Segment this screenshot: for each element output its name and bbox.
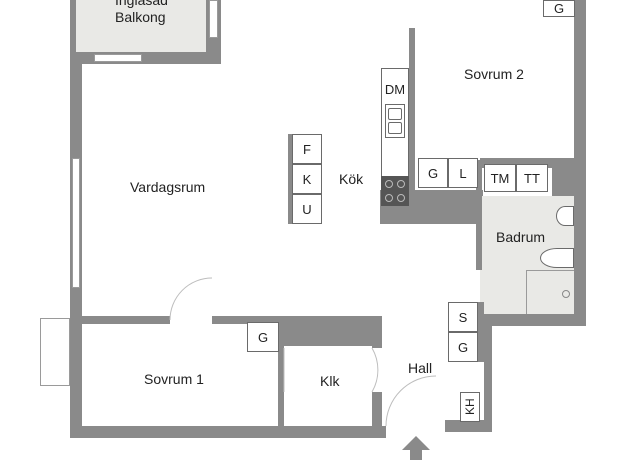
- wall-bottom: [70, 426, 386, 438]
- wall-closet-left: [278, 340, 284, 432]
- room-label-bathroom: Badrum: [496, 229, 546, 245]
- wall-bottom-right: [445, 420, 490, 432]
- room-label-balcony-line1: Inglasad: [115, 0, 168, 8]
- fixture-tm: TM: [484, 164, 516, 192]
- room-label-bedroom2: Sovrum 2: [464, 66, 524, 82]
- bathroom-shower-line: [526, 270, 574, 271]
- wall-bedroom2-left: [409, 28, 415, 198]
- wall-bathroom-bottom: [480, 314, 586, 326]
- wall-right-step: [552, 158, 586, 196]
- kitchen-sink: [385, 104, 405, 138]
- room-label-hall: Hall: [408, 360, 433, 376]
- wall-closet-bottom-door: [372, 392, 382, 432]
- room-label-living: Vardagsrum: [130, 179, 206, 195]
- room-label-kitchen: Kök: [339, 171, 364, 187]
- bathroom-shower-line-v: [526, 270, 527, 314]
- balcony-wall-left: [70, 0, 76, 56]
- fixture-tt: TT: [516, 164, 548, 192]
- bathroom-shower-drain-icon: [562, 290, 570, 298]
- room-label-bedroom1: Sovrum 1: [144, 371, 204, 387]
- wall-hall-right: [484, 314, 492, 432]
- kitchen-sink-basin2: [388, 122, 402, 134]
- stove-burner-1: [385, 180, 393, 188]
- stove-burner-4: [397, 194, 405, 202]
- bathroom-sink-icon: [556, 206, 574, 226]
- balcony-floor: [76, 0, 221, 54]
- fixture-hall-g: G: [448, 332, 478, 362]
- fixture-u: U: [292, 194, 322, 224]
- fixture-kitchen-l: L: [448, 158, 478, 188]
- bedroom1-balcony-rail: [40, 318, 70, 386]
- fixture-dm: DM: [384, 81, 406, 97]
- living-left-window: [72, 158, 80, 288]
- wall-closet-right: [372, 340, 382, 348]
- wall-bedroom2-bottom: [480, 158, 575, 168]
- kitchen-sink-basin: [388, 108, 402, 120]
- living-top-window: [94, 54, 142, 62]
- bathroom-toilet-icon: [540, 248, 574, 268]
- balcony-window-right: [209, 0, 218, 38]
- hall-wardrobe-back: [478, 302, 484, 362]
- fixture-f: F: [292, 134, 322, 164]
- wall-bedroom1-top-left: [82, 316, 170, 324]
- fixture-top-g: G: [543, 0, 575, 17]
- fixture-hall-s: S: [448, 302, 478, 332]
- room-label-closet: Klk: [320, 373, 340, 389]
- stove-burner-3: [385, 194, 393, 202]
- fridge-column-back: [288, 134, 292, 224]
- wall-bathroom-left: [476, 160, 482, 270]
- fixture-bedroom1-g: G: [247, 322, 279, 352]
- wall-closet-top: [278, 316, 382, 346]
- fixture-kitchen-g: G: [418, 158, 448, 188]
- fixture-k: K: [292, 164, 322, 194]
- stove-burner-2: [397, 180, 405, 188]
- room-label-balcony-line2: Balkong: [115, 9, 166, 25]
